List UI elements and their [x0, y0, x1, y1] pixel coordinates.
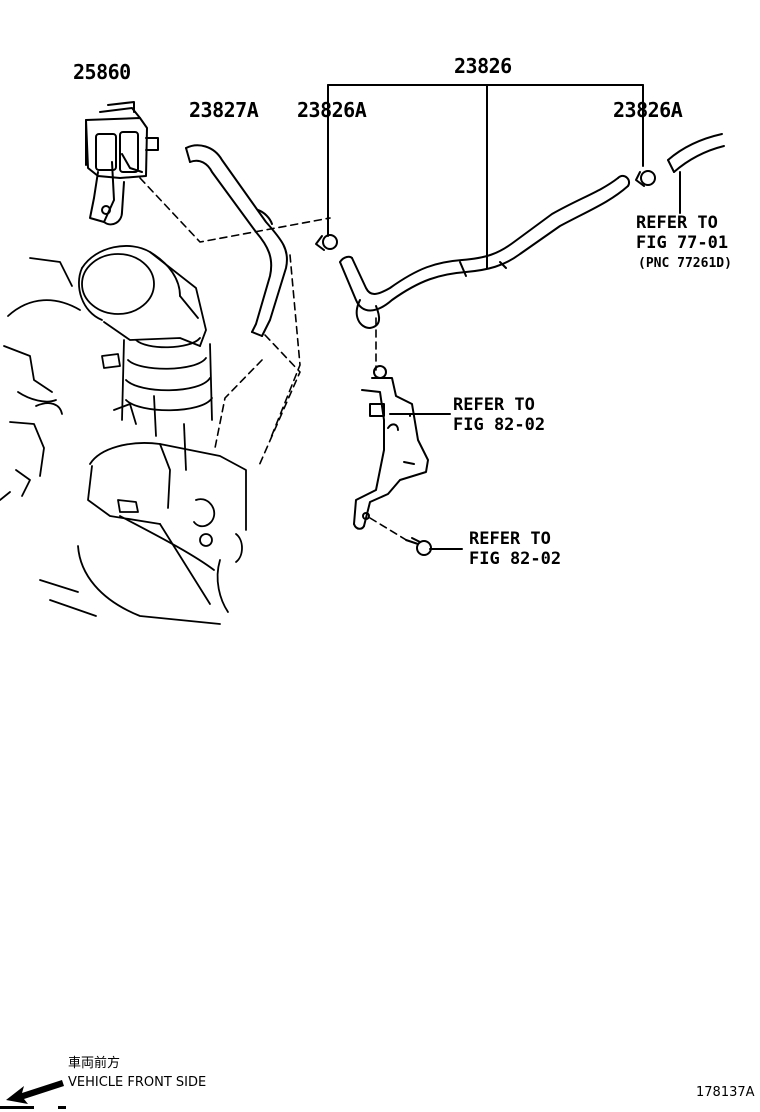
part-label-23826a-right: 23826A	[613, 98, 683, 122]
clamps-23826a	[315, 170, 656, 251]
vehicle-front-label-jp: 車両前方	[68, 1056, 121, 1071]
part-label-25860: 25860	[73, 60, 131, 84]
figure-code: 178137A	[696, 1085, 755, 1100]
vehicle-front-label-en: VEHICLE FRONT SIDE	[68, 1075, 207, 1090]
part-label-23826a-left: 23826A	[297, 98, 367, 122]
ref-82-bolt-line2: FIG 82-02	[469, 549, 562, 569]
ref-77-line1: REFER TO	[636, 213, 718, 233]
ref-82-bracket-line2: FIG 82-02	[453, 415, 546, 435]
hose-23827a	[185, 144, 288, 337]
hose-end-top-right	[667, 133, 725, 173]
hose-bracket	[353, 365, 429, 530]
bolt	[405, 537, 432, 556]
ref-82-bolt-line1: REFER TO	[469, 529, 551, 549]
part-label-23827a: 23827A	[189, 98, 259, 122]
dashed-connectors	[139, 177, 409, 542]
vehicle-front-arrow-icon	[0, 1080, 66, 1109]
part-label-23826: 23826	[454, 54, 512, 78]
engine-throttle-body	[0, 245, 247, 625]
vsv-valve-25860	[85, 101, 159, 226]
ref-82-bracket-line1: REFER TO	[453, 395, 535, 415]
hose-23826	[339, 174, 630, 329]
leader-lines	[327, 84, 681, 550]
ref-77-pnc: (PNC 77261D)	[638, 256, 732, 271]
ref-77-line2: FIG 77-01	[636, 233, 729, 253]
